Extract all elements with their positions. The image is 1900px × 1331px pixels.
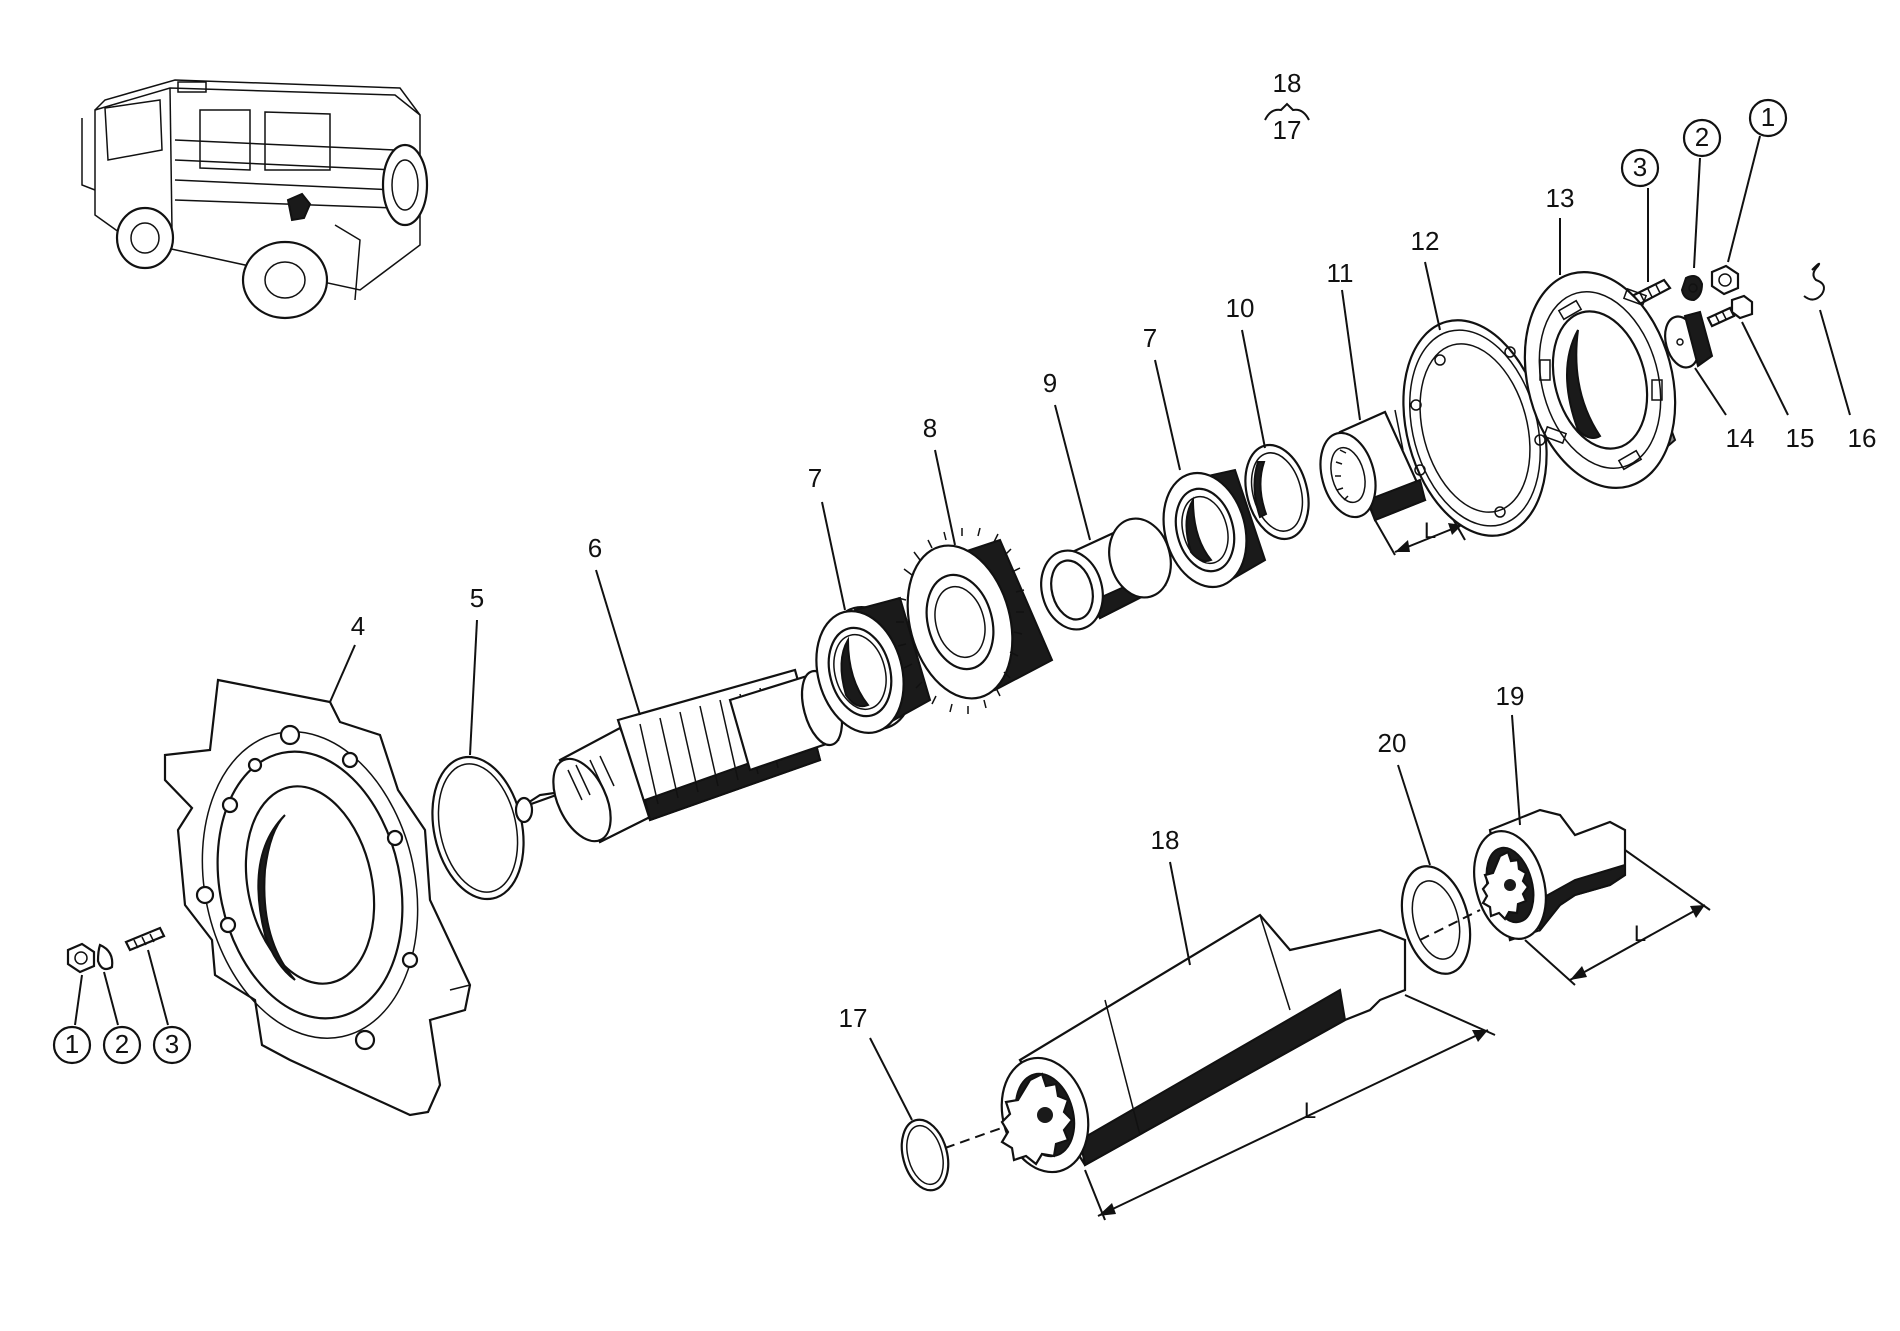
washer-part bbox=[96, 943, 114, 971]
callout-2-right: 2 bbox=[1695, 122, 1709, 152]
plate-part: 14 bbox=[1664, 310, 1755, 453]
drive-shaft-part: 18 L bbox=[1000, 825, 1496, 1221]
callout-1-right: 1 bbox=[1761, 102, 1775, 132]
nut-part-right bbox=[1710, 264, 1740, 296]
washer-part-right bbox=[1680, 275, 1704, 302]
lock-wire-part: 16 bbox=[1803, 262, 1877, 453]
callout-15: 15 bbox=[1786, 423, 1815, 453]
spacer-sleeve-part: 9 bbox=[1040, 368, 1172, 631]
gasket-part: 12 bbox=[1402, 226, 1548, 537]
reference-bottom: 17 bbox=[1273, 115, 1302, 145]
cover-flange-part: 13 bbox=[1523, 183, 1677, 489]
callout-3-left: 3 bbox=[165, 1029, 179, 1059]
coupling-part: 19 L bbox=[1473, 681, 1711, 986]
helical-gear-part: 8 bbox=[896, 413, 1054, 714]
callout-16: 16 bbox=[1848, 423, 1877, 453]
callout-17: 17 bbox=[839, 1003, 868, 1033]
circlip-part: 17 bbox=[839, 1003, 1011, 1192]
callout-13: 13 bbox=[1546, 183, 1575, 213]
callout-18: 18 bbox=[1151, 825, 1180, 855]
dimension-label-shaft: L bbox=[1304, 1098, 1316, 1123]
bearing-part-right: 7 bbox=[1143, 323, 1267, 589]
fastener-group-right: 3 2 1 bbox=[1620, 98, 1788, 308]
callout-4: 4 bbox=[351, 611, 365, 641]
o-ring-part: 5 bbox=[431, 583, 525, 901]
callout-7-right: 7 bbox=[1143, 323, 1157, 353]
callout-2-left: 2 bbox=[115, 1029, 129, 1059]
callout-9: 9 bbox=[1043, 368, 1057, 398]
dimension-label-coupling: L bbox=[1634, 921, 1646, 946]
callout-19: 19 bbox=[1496, 681, 1525, 711]
callout-12: 12 bbox=[1411, 226, 1440, 256]
callout-6: 6 bbox=[588, 533, 602, 563]
bearing-part-left: 7 bbox=[808, 463, 932, 734]
splined-hub-part: 11 L bbox=[1319, 258, 1466, 556]
callout-5: 5 bbox=[470, 583, 484, 613]
stud-part bbox=[124, 926, 166, 952]
callout-10: 10 bbox=[1226, 293, 1255, 323]
nut-part bbox=[66, 942, 96, 974]
reference-top: 18 bbox=[1273, 68, 1302, 98]
housing-plate-part: 4 bbox=[163, 611, 472, 1117]
shim-ring-part: 10 bbox=[1226, 293, 1310, 541]
callout-11: 11 bbox=[1327, 258, 1354, 288]
dimension-label-hub: L bbox=[1424, 518, 1436, 543]
callout-7-left: 7 bbox=[808, 463, 822, 493]
splined-shaft-part: 6 bbox=[514, 533, 844, 844]
vehicle-thumbnail bbox=[81, 79, 429, 320]
callout-1-left: 1 bbox=[65, 1029, 79, 1059]
callout-20: 20 bbox=[1378, 728, 1407, 758]
thrust-washer-part: 20 bbox=[1378, 728, 1481, 975]
callout-14: 14 bbox=[1726, 423, 1755, 453]
screw-part: 15 bbox=[1706, 294, 1815, 453]
callout-8: 8 bbox=[923, 413, 937, 443]
callout-3-right: 3 bbox=[1633, 152, 1647, 182]
fastener-group-left: 1 2 3 bbox=[52, 926, 192, 1065]
reference-note: 18 17 bbox=[1264, 68, 1310, 145]
